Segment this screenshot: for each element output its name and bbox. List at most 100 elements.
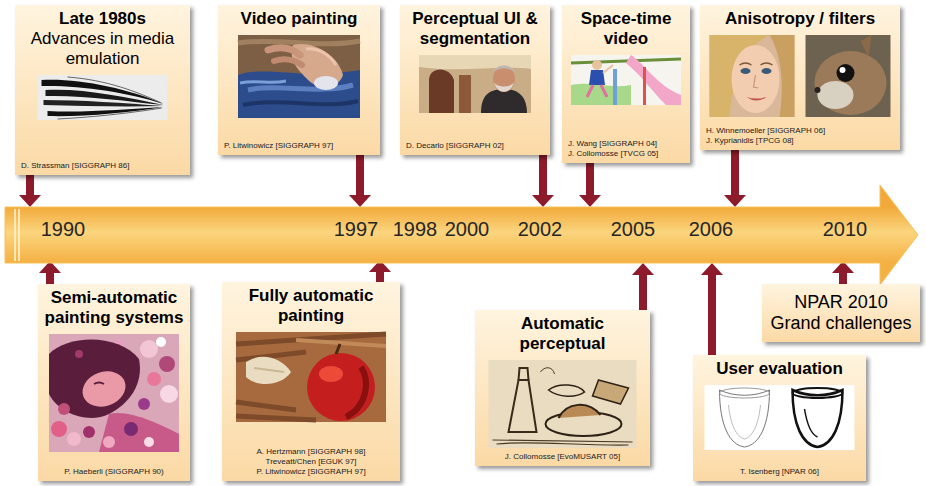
user-evaluation-picture-part: [805, 409, 818, 437]
year-label: 2010: [823, 217, 868, 241]
semi-automatic-painting-picture-part: [140, 340, 158, 358]
segmentation-picture-part: [493, 66, 515, 74]
automatic-painting-picture-part: [254, 368, 284, 372]
user-evaluation-picture-part: [720, 388, 770, 398]
perceptual-sketch-picture-part: [559, 405, 601, 418]
space-time-picture-part: [613, 69, 617, 105]
milestone-box: Automatic perceptualJ. Collomosse [EvoMU…: [475, 310, 650, 466]
box-title: Late 1980s: [21, 9, 184, 29]
automatic-painting-picture-part: [246, 357, 291, 384]
semi-automatic-painting-picture-part: [51, 421, 67, 437]
semi-automatic-painting-picture-part: [49, 340, 140, 418]
semi-automatic-painting-picture-part: [94, 383, 104, 385]
video-painting-picture-part: [292, 44, 343, 87]
segmentation-picture-part: [429, 69, 454, 113]
semi-automatic-painting-picture-part: [78, 366, 131, 413]
citation: Treveatt/Chen [EGUK 97]: [228, 457, 394, 467]
semi-automatic-painting-picture-part: [99, 413, 179, 452]
box-subtitle: Advances in media emulation: [21, 29, 184, 69]
milestone-box: Anisotropy / filtersH. Winnemoeller [SIG…: [700, 5, 900, 150]
year-holder: 1990: [41, 217, 86, 241]
semi-automatic-painting-picture-part: [58, 403, 70, 415]
picture-slot: [571, 55, 681, 105]
box-title: Anisotropy / filters: [706, 9, 894, 29]
user-evaluation-picture: [705, 385, 855, 450]
user-evaluation-picture-part: [793, 390, 843, 447]
citation: A. Hertzmann [SIGGRAPH 98]: [228, 447, 394, 457]
perceptual-sketch-picture: [489, 360, 637, 448]
perceptual-sketch-picture-part: [489, 360, 637, 448]
space-time-picture-part: [643, 67, 646, 105]
segmentation-picture-part: [459, 75, 471, 113]
semi-automatic-painting-picture-part: [75, 350, 83, 358]
automatic-painting-picture-part: [236, 332, 386, 422]
filter-pictures-part: [754, 75, 759, 88]
video-painting-picture-part: [248, 85, 353, 90]
video-painting-picture-part: [240, 81, 286, 83]
filter-pictures-part: [837, 64, 855, 82]
note-box: NPAR 2010 Grand challenges: [762, 284, 920, 342]
semi-automatic-painting-picture-part: [83, 426, 95, 438]
year-label: 1990: [41, 217, 86, 241]
brush-stroke-picture-part: [68, 77, 162, 103]
citation: P. Haeberli (SIGGRAPH 90): [44, 467, 184, 477]
timeline-arrow: 19901997199820002002200520062010: [5, 207, 918, 263]
milestone-box: Video painting P. Litwinowicz [SIGGRAPH 9…: [218, 5, 380, 155]
citation: J. Wang [SIGGRAPH 04]: [568, 139, 684, 149]
year-label: 2005: [611, 217, 656, 241]
year-holder: 2005: [611, 217, 656, 241]
box-title: Automatic perceptual: [481, 314, 644, 354]
filter-pictures-part: [806, 35, 891, 117]
automatic-painting-picture-part: [319, 366, 343, 382]
filter-pictures-part: [818, 81, 854, 109]
perceptual-sketch-picture-part: [509, 380, 537, 432]
picture-slot: [238, 35, 360, 118]
box-title: NPAR 2010 Grand challenges: [768, 292, 914, 334]
semi-automatic-painting-picture-part: [147, 372, 161, 386]
brush-stroke-picture-part: [48, 107, 164, 116]
video-painting-picture-part: [243, 101, 358, 105]
filter-pictures-part: [815, 87, 821, 93]
timeline-connector: [26, 175, 34, 195]
filter-pictures-part: [732, 45, 780, 113]
video-painting-picture-part: [274, 59, 302, 65]
semi-automatic-painting-picture-part: [124, 422, 138, 436]
citation: P. Litwinowicz [SIGGRAPH 97]: [224, 141, 374, 151]
timeline-band-shape: [5, 185, 918, 285]
segmentation-picture: [419, 55, 531, 113]
timeline-connector: [639, 275, 647, 310]
brush-stroke-picture-part: [44, 100, 164, 106]
timeline-connector: [539, 155, 547, 195]
year-holder: 2006: [689, 217, 734, 241]
picture-slot: [49, 334, 179, 452]
year-label: 1997: [334, 217, 379, 241]
user-evaluation-picture-part: [720, 390, 770, 447]
automatic-painting-picture-part: [336, 344, 340, 354]
timeline-connector: [708, 275, 716, 355]
automatic-painting-picture-part: [307, 353, 375, 421]
filter-pictures-part: [740, 63, 773, 65]
box-title: Fully automatic painting: [228, 286, 394, 326]
box-title: Video painting: [224, 9, 374, 29]
user-evaluation-picture-part: [793, 388, 843, 398]
citation: P. Litwinowicz [SIGGRAPH 97]: [228, 467, 394, 477]
picture-slot: [419, 55, 531, 113]
perceptual-sketch-picture-part: [493, 440, 633, 445]
video-painting-picture-part: [238, 35, 360, 118]
video-painting-picture-part: [306, 49, 336, 65]
semi-automatic-painting-picture-part: [144, 437, 154, 447]
space-time-picture-part: [603, 65, 613, 73]
citation: D. Strassman [SIGGRAPH 86]: [21, 161, 184, 171]
brush-stroke-picture: [38, 75, 168, 120]
citation: D. Decarlo [SIGGRAPH 02]: [406, 141, 544, 151]
filter-pictures-part: [770, 35, 795, 117]
year-holder: 2002: [518, 217, 563, 241]
segmentation-picture-part: [419, 55, 531, 113]
picture-slot: [489, 360, 637, 448]
citation: J. Collomosse [TVCG 05]: [568, 149, 684, 159]
year-holder: 2000: [445, 217, 490, 241]
space-time-picture-part: [571, 59, 681, 63]
filter-pictures-part: [747, 97, 767, 101]
timeline-connector: [356, 155, 364, 195]
milestone-box: Semi-automatic painting systemsP. Haeber…: [38, 284, 190, 481]
